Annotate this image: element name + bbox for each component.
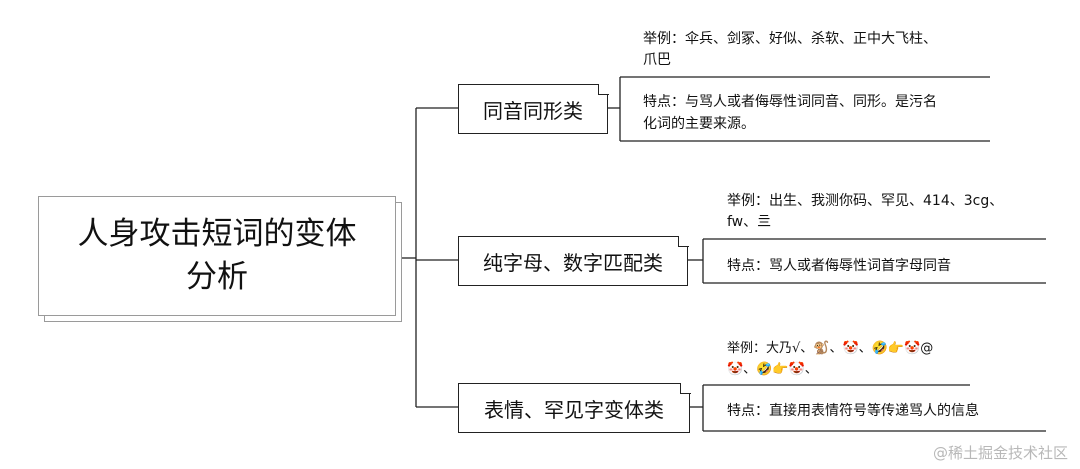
- feature-line: 化词的主要来源。: [643, 116, 755, 132]
- root-title: 人身攻击短词的变体分析: [77, 216, 357, 295]
- feature-line: 特点：与骂人或者侮辱性词同音、同形。是污名: [643, 94, 937, 110]
- example-line: 举例：出生、我测你码、罕见、414、3cg、: [727, 193, 1004, 209]
- branch-letters-digits-examples: 举例：出生、我测你码、罕见、414、3cg、 fw、亖: [727, 191, 1003, 233]
- branch-label: 纯字母、数字匹配类: [483, 250, 663, 275]
- example-line: fw、亖: [727, 214, 772, 230]
- root-node: 人身攻击短词的变体分析: [38, 196, 396, 316]
- example-line: 🤡、🤣👉🤡、: [727, 362, 818, 377]
- branch-label: 表情、罕见字变体类: [484, 397, 664, 422]
- example-line: 举例：大乃√、🐒、🤡、🤣👉🤡@: [727, 341, 934, 356]
- branch-letters-digits-node: 纯字母、数字匹配类: [458, 235, 689, 286]
- branch-homophone-features: 特点：与骂人或者侮辱性词同音、同形。是污名 化词的主要来源。: [643, 91, 937, 135]
- branch-emoji-node: 表情、罕见字变体类: [458, 382, 691, 433]
- branch-label: 同音同形类: [483, 98, 583, 123]
- branch-homophone-node: 同音同形类: [458, 83, 609, 134]
- fold-corner: [679, 382, 691, 394]
- watermark: @稀土掘金技术社区: [932, 444, 1068, 462]
- example-line: 举例：伞兵、剑冢、好似、杀软、正中大飞柱、: [643, 31, 937, 47]
- feature-line: 特点：直接用表情符号等传递骂人的信息: [727, 403, 979, 419]
- example-line: 爪巴: [643, 52, 671, 68]
- fold-corner: [597, 83, 609, 95]
- feature-line: 特点：骂人或者侮辱性词首字母同音: [727, 258, 951, 274]
- fold-corner: [677, 235, 689, 247]
- branch-letters-digits-features: 特点：骂人或者侮辱性词首字母同音: [727, 255, 951, 277]
- branch-emoji-features: 特点：直接用表情符号等传递骂人的信息: [727, 400, 979, 422]
- branch-emoji-examples: 举例：大乃√、🐒、🤡、🤣👉🤡@ 🤡、🤣👉🤡、: [727, 338, 933, 380]
- branch-homophone-examples: 举例：伞兵、剑冢、好似、杀软、正中大飞柱、 爪巴: [643, 29, 937, 71]
